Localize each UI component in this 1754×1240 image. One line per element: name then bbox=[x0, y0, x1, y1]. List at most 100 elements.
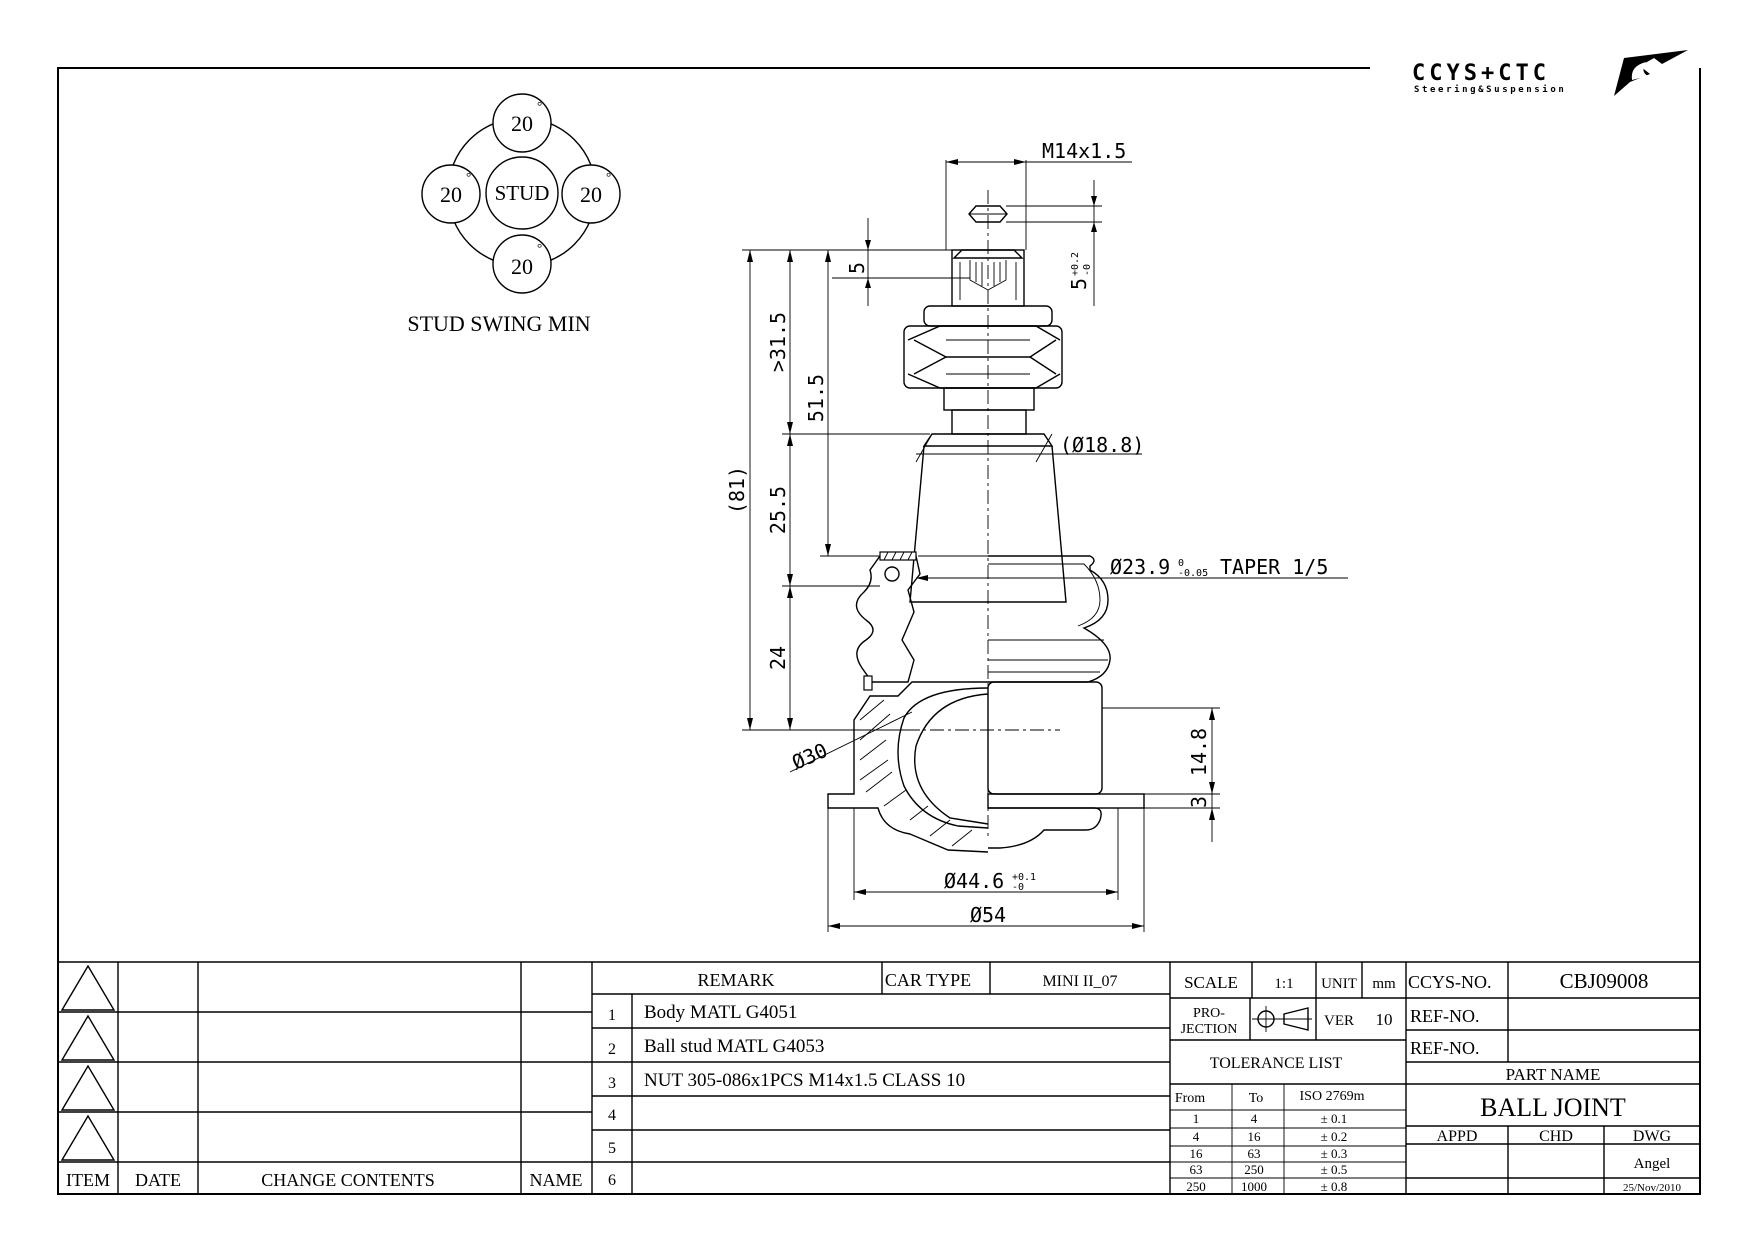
swing-bottom-circle bbox=[492, 234, 552, 294]
dim-5: 5 bbox=[845, 262, 869, 274]
remark-row-no: 6 bbox=[608, 1172, 616, 1189]
remark-row-no: 2 bbox=[608, 1041, 616, 1058]
dim-81: (81) bbox=[725, 466, 749, 514]
dim-5-tol-lower: -0 bbox=[1082, 264, 1093, 276]
dim-dia-54: Ø54 bbox=[970, 903, 1006, 927]
remark-row-text: Ball stud MATL G4053 bbox=[644, 1036, 824, 1057]
dim-dia-44-6: Ø44.6 bbox=[944, 869, 1004, 893]
car-type-label: CAR TYPE bbox=[885, 970, 971, 990]
ccys-no-label: CCYS-NO. bbox=[1408, 972, 1492, 992]
housing-left-section bbox=[827, 681, 989, 853]
dim-14-8: 14.8 bbox=[1187, 728, 1211, 776]
ref-no-label-1: REF-NO. bbox=[1410, 1006, 1480, 1026]
dim-5-tol-upper: +0.2 bbox=[1070, 252, 1081, 276]
ver-value: 10 bbox=[1376, 1010, 1393, 1029]
dim-dia-23-9: Ø23.9 bbox=[1110, 555, 1170, 579]
tol-value: ± 0.8 bbox=[1321, 1179, 1348, 1194]
appd-label: APPD bbox=[1437, 1128, 1478, 1145]
tol-to: 1000 bbox=[1241, 1179, 1267, 1194]
tol-from: 1 bbox=[1193, 1111, 1200, 1126]
company-logo: CCYS+CTC Steering&Suspension bbox=[1412, 50, 1688, 96]
tol-value: ± 0.5 bbox=[1321, 1162, 1348, 1177]
swing-right-value: 20 bbox=[580, 182, 602, 207]
tol-from: 250 bbox=[1186, 1179, 1206, 1194]
logo-mark-icon bbox=[1614, 50, 1688, 96]
dimension-labels: M14x1.5 5 5 +0.2 -0 (81) >31.5 51.5 25.5… bbox=[725, 139, 1328, 927]
dimension-lines bbox=[742, 159, 1348, 932]
unit-value: mm bbox=[1372, 976, 1396, 992]
swing-center-circle bbox=[485, 156, 559, 230]
remark-row-text: Body MATL G4051 bbox=[644, 1002, 797, 1023]
dim-thread: M14x1.5 bbox=[1042, 139, 1126, 163]
scale-value: 1:1 bbox=[1274, 976, 1293, 992]
nut bbox=[903, 325, 1063, 389]
dim-dia-23-9-upper: 0 bbox=[1178, 558, 1184, 569]
car-type-value: MINI II_07 bbox=[1042, 973, 1117, 990]
dim-taper: TAPER 1/5 bbox=[1220, 555, 1328, 579]
swing-center-label: STUD bbox=[495, 181, 550, 205]
stud-shank bbox=[909, 387, 1067, 603]
tol-header-to: To bbox=[1249, 1091, 1264, 1106]
dim-51-5: 51.5 bbox=[804, 374, 828, 422]
degree-mark: ° bbox=[537, 98, 542, 113]
swing-left-circle bbox=[421, 164, 481, 224]
dim-dia-44-6-upper: +0.1 bbox=[1012, 872, 1036, 883]
logo-tagline: Steering&Suspension bbox=[1414, 84, 1566, 95]
remark-header: REMARK bbox=[697, 970, 774, 990]
swing-top-circle bbox=[492, 93, 552, 153]
tol-to: 4 bbox=[1251, 1111, 1258, 1126]
ball-joint-drawing bbox=[827, 190, 1145, 853]
revision-triangles bbox=[60, 964, 116, 1161]
projection-label-1: PRO- bbox=[1193, 1006, 1225, 1021]
tolerance-title: TOLERANCE LIST bbox=[1210, 1055, 1343, 1072]
part-name-value: BALL JOINT bbox=[1480, 1093, 1626, 1122]
ver-label: VER bbox=[1324, 1013, 1354, 1029]
dim-25-5: 25.5 bbox=[766, 486, 790, 534]
unit-label: UNIT bbox=[1321, 976, 1357, 992]
logo-wordmark: CCYS+CTC bbox=[1412, 61, 1550, 86]
chd-label: CHD bbox=[1539, 1128, 1573, 1145]
ccys-no-value: CBJ09008 bbox=[1560, 969, 1649, 993]
spec-table: SCALE 1:1 UNIT mm PRO- JECTION VER 10 TO… bbox=[1175, 973, 1396, 1194]
dim-31-5: >31.5 bbox=[766, 312, 790, 372]
part-name-label: PART NAME bbox=[1506, 1065, 1601, 1084]
tol-from: 63 bbox=[1190, 1162, 1203, 1177]
scale-label: SCALE bbox=[1184, 973, 1238, 992]
ball bbox=[914, 693, 989, 825]
tol-header-from: From bbox=[1175, 1091, 1205, 1106]
dim-dia-23-9-lower: -0.05 bbox=[1178, 568, 1208, 579]
stud-swing-diagram: 20 ° 20 ° 20 ° 20 ° STUD STUD SWING MIN bbox=[407, 93, 621, 336]
dust-boot-left-section bbox=[855, 551, 921, 691]
dwg-label: DWG bbox=[1633, 1128, 1672, 1145]
dim-dia-44-6-lower: -0 bbox=[1012, 882, 1024, 893]
remark-row-no: 1 bbox=[608, 1007, 616, 1024]
dust-boot-right bbox=[988, 555, 1111, 683]
drawer-name: Angel bbox=[1634, 1156, 1671, 1172]
swing-right-circle bbox=[561, 164, 621, 224]
remark-row-no: 5 bbox=[608, 1140, 616, 1157]
remark-row-no: 3 bbox=[608, 1075, 616, 1092]
tol-to: 250 bbox=[1244, 1162, 1264, 1177]
swing-caption: STUD SWING MIN bbox=[407, 311, 590, 336]
degree-mark: ° bbox=[606, 169, 611, 184]
ref-no-label-2: REF-NO. bbox=[1410, 1038, 1480, 1058]
sheet-border bbox=[57, 67, 1701, 1195]
projection-label-2: JECTION bbox=[1181, 1022, 1238, 1037]
tol-from: 4 bbox=[1193, 1129, 1200, 1144]
stud-tip bbox=[968, 205, 1008, 223]
remark-row-text: NUT 305-086x1PCS M14x1.5 CLASS 10 bbox=[644, 1070, 965, 1091]
rev-header-item: ITEM bbox=[66, 1170, 110, 1190]
tol-from: 16 bbox=[1190, 1146, 1204, 1161]
dim-dia-30: Ø30 bbox=[788, 738, 831, 775]
swing-left-value: 20 bbox=[440, 182, 462, 207]
rev-header-change: CHANGE CONTENTS bbox=[261, 1170, 435, 1190]
swing-top-value: 20 bbox=[511, 111, 533, 136]
tol-value: ± 0.3 bbox=[1321, 1146, 1348, 1161]
degree-mark: ° bbox=[537, 240, 542, 255]
title-block-grid bbox=[58, 961, 1700, 1194]
tol-header-iso: ISO 2769m bbox=[1300, 1089, 1365, 1104]
dim-5-tol: 5 bbox=[1067, 278, 1091, 290]
remark-row-no: 4 bbox=[608, 1107, 616, 1124]
dim-dia-18-8: (Ø18.8) bbox=[1060, 433, 1144, 457]
